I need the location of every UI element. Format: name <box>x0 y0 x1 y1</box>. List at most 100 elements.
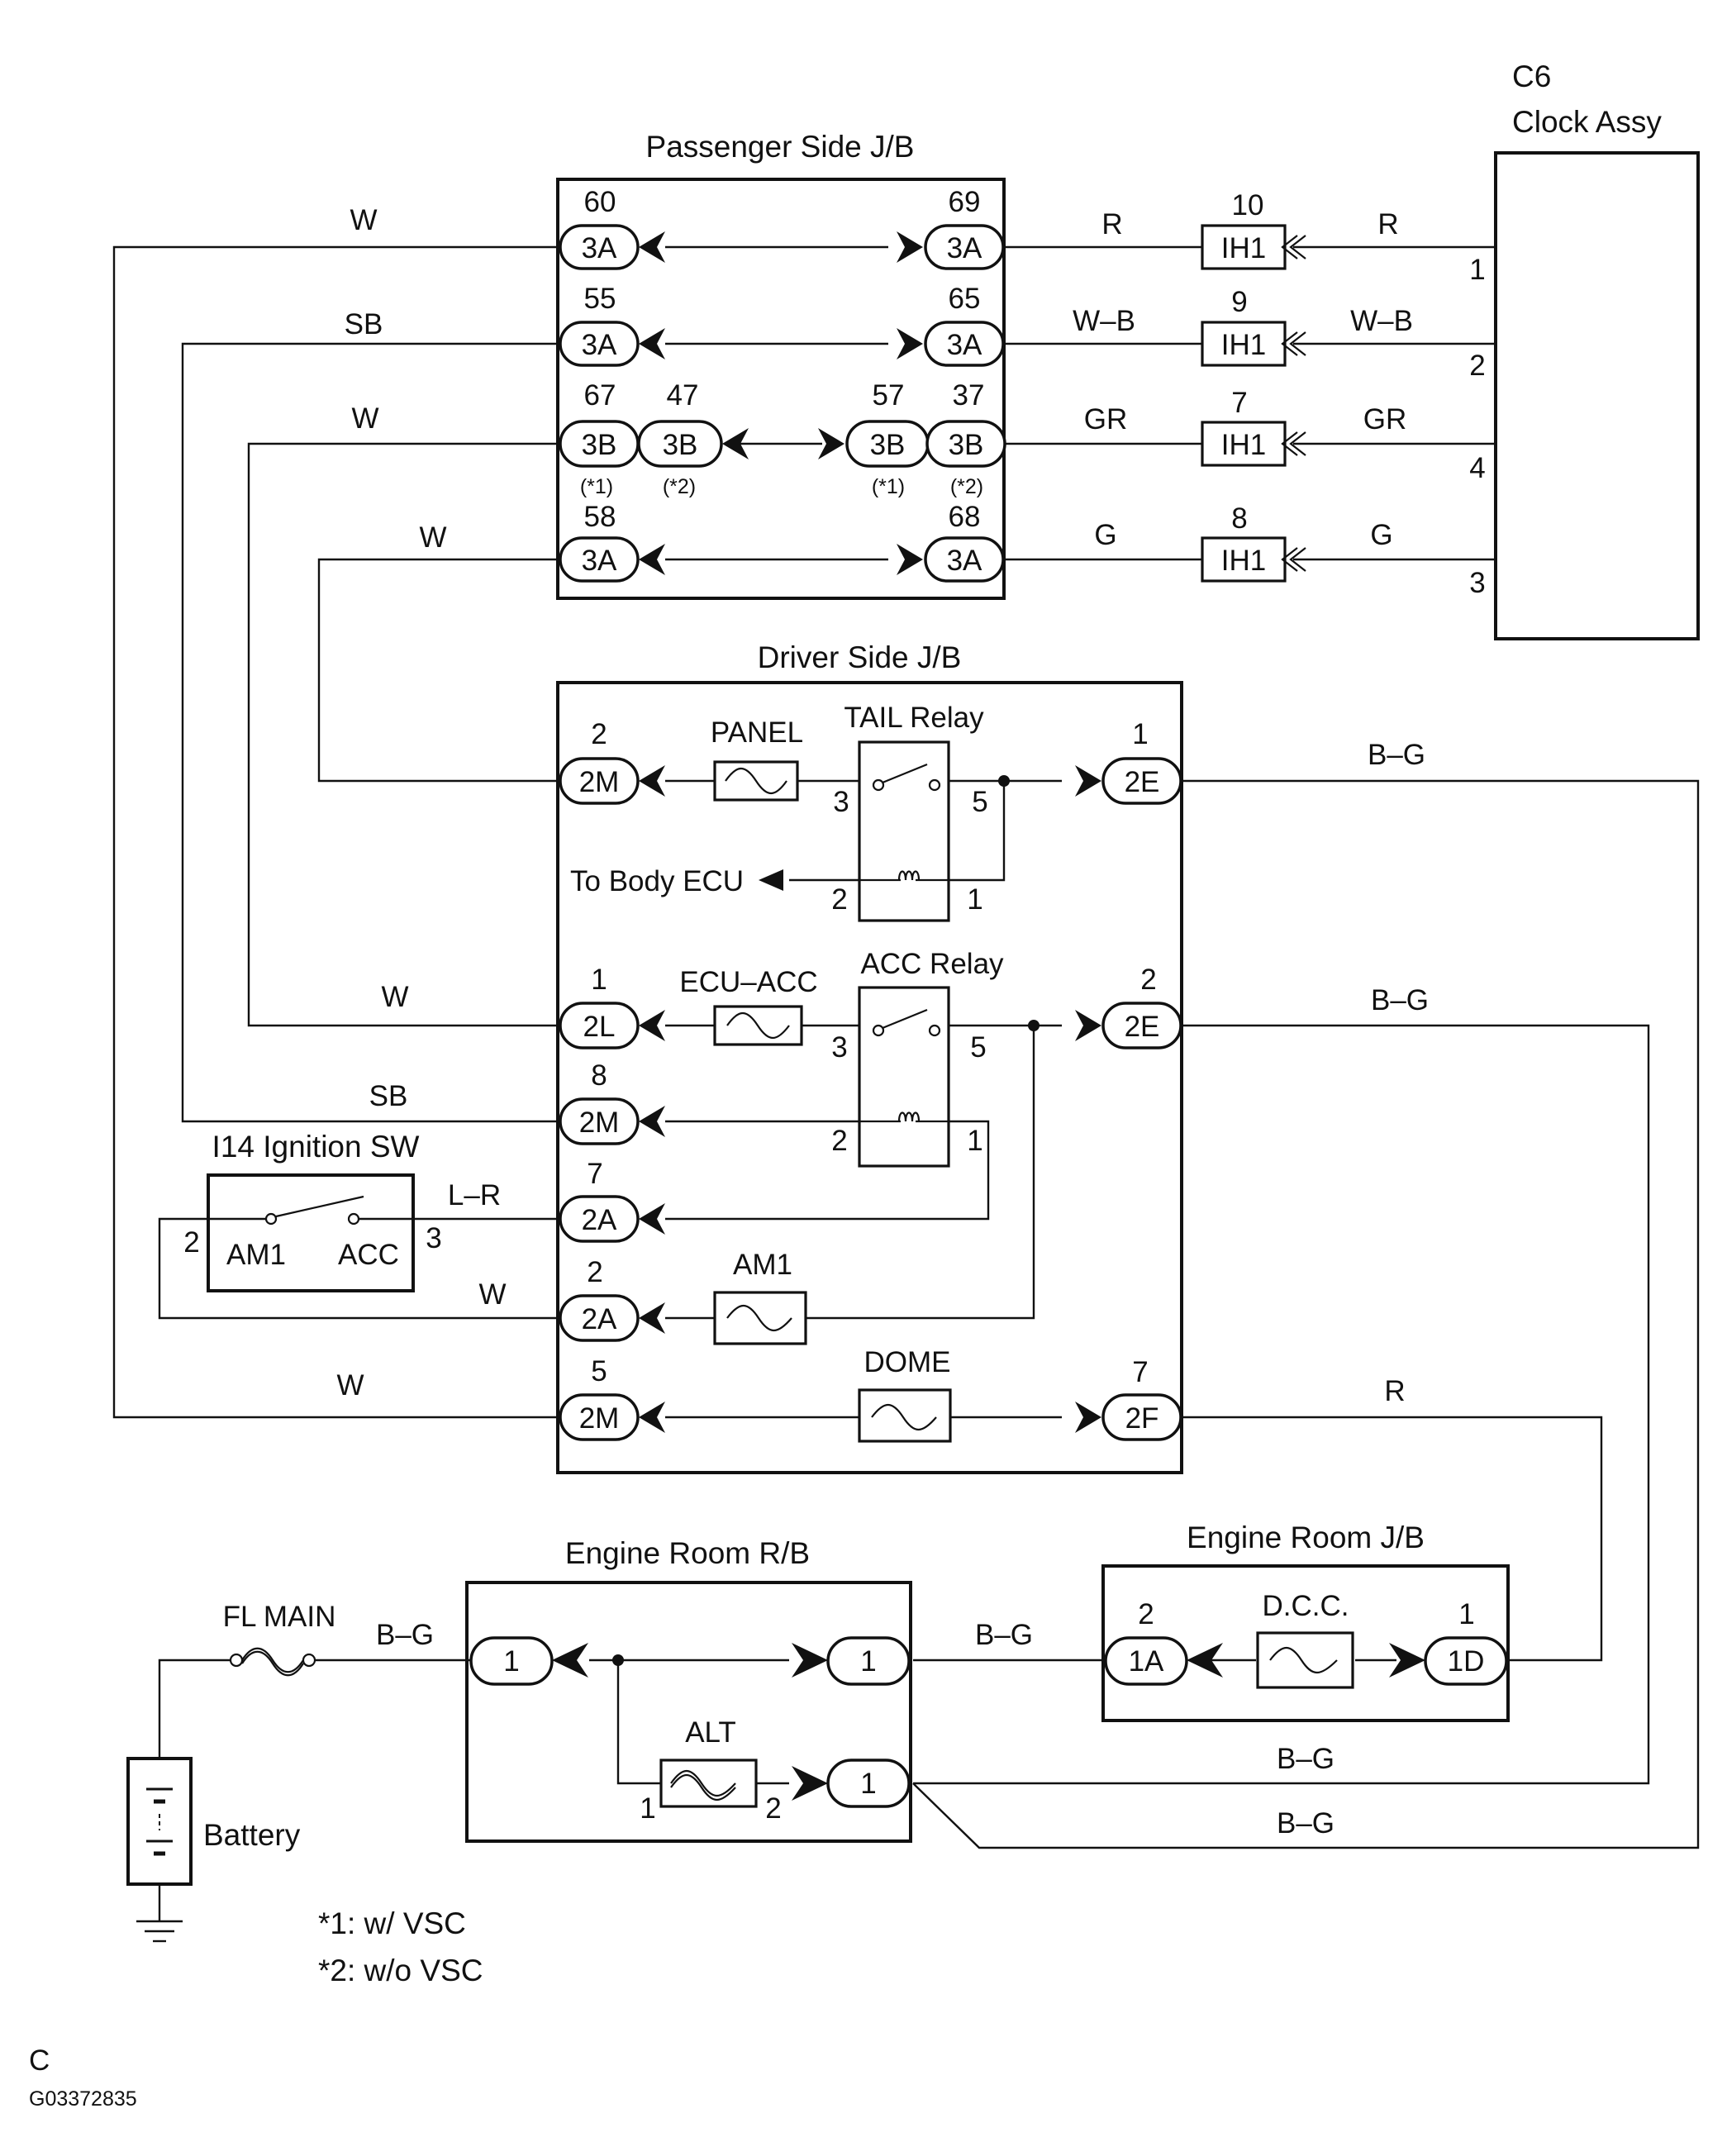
connector-3b-57: 3B <box>870 429 906 461</box>
wire-label: R <box>1384 1375 1405 1407</box>
alt-fuse <box>659 1759 758 1808</box>
svg-text:8: 8 <box>591 1059 607 1092</box>
svg-text:2: 2 <box>591 718 607 750</box>
wire-label: W <box>478 1278 506 1311</box>
wire-w-row3 <box>247 442 558 1027</box>
svg-text:55: 55 <box>584 283 616 315</box>
connector-3a-68: 3A <box>947 545 982 577</box>
engine-rb-title: Engine Room R/B <box>565 1536 810 1570</box>
svg-text:7: 7 <box>1231 387 1247 419</box>
svg-text:57: 57 <box>873 379 905 412</box>
svg-text:60: 60 <box>584 186 616 218</box>
svg-text:(*1): (*1) <box>872 475 905 498</box>
wire-r-2f <box>1182 1416 1603 1662</box>
battery-label: Battery <box>203 1818 301 1852</box>
wire-label: W <box>336 1369 364 1402</box>
svg-text:ACC: ACC <box>338 1239 399 1271</box>
engine-room-jb: Engine Room J/B 2 1A 1 1D D.C.C. <box>1101 1521 1510 1722</box>
wire-label: SB <box>369 1080 408 1112</box>
connector-3b-47: 3B <box>663 429 698 461</box>
passenger-side-jb: Passenger Side J/B 60 3A 69 3A 55 3A 65 … <box>556 130 1006 600</box>
svg-text:5: 5 <box>591 1355 607 1387</box>
connector-3b-37: 3B <box>949 429 984 461</box>
tail-relay-label: TAIL Relay <box>844 702 984 734</box>
note-vsc: *1: w/ VSC <box>318 1906 466 1940</box>
engine-room-rb: Engine Room R/B 1 1 1 ALT 1 2 <box>465 1536 912 1843</box>
connector-3a-55: 3A <box>582 329 617 361</box>
am1-fuse-label: AM1 <box>733 1249 792 1281</box>
dome-fuse-label: DOME <box>864 1346 951 1378</box>
dome-fuse <box>858 1388 952 1443</box>
wire-label: B–G <box>1371 984 1429 1016</box>
am1-fuse <box>713 1291 807 1345</box>
svg-text:G: G <box>1094 519 1116 551</box>
wire-bg-2e2 <box>913 1024 1650 1785</box>
wire-label: B–G <box>975 1619 1033 1651</box>
driver-jb-title: Driver Side J/B <box>758 640 962 674</box>
wire-label: W <box>350 204 377 236</box>
svg-text:GR: GR <box>1084 403 1128 435</box>
svg-text:3: 3 <box>426 1222 441 1254</box>
clock-name: Clock Assy <box>1512 105 1662 139</box>
wire-w-row1 <box>112 245 558 1419</box>
svg-text:2: 2 <box>831 883 847 916</box>
svg-text:GR: GR <box>1363 403 1407 435</box>
connector-2a-7: 2A <box>582 1204 617 1236</box>
svg-text:9: 9 <box>1231 286 1247 318</box>
svg-text:W–B: W–B <box>1073 305 1135 337</box>
svg-text:3: 3 <box>831 1031 847 1064</box>
svg-text:G: G <box>1370 519 1392 551</box>
wire-w-row4 <box>317 558 558 783</box>
svg-text:3: 3 <box>833 786 849 818</box>
svg-text:W–B: W–B <box>1350 305 1413 337</box>
svg-text:1: 1 <box>1469 254 1485 286</box>
rb-connector-right: 1 <box>860 1645 876 1678</box>
ecu-acc-fuse-label: ECU–ACC <box>679 966 817 998</box>
svg-text:47: 47 <box>667 379 699 412</box>
svg-text:2: 2 <box>1469 350 1485 382</box>
clock-code: C6 <box>1512 59 1551 93</box>
svg-text:AM1: AM1 <box>226 1239 286 1271</box>
svg-text:10: 10 <box>1232 189 1264 221</box>
acc-relay <box>858 986 950 1168</box>
panel-fuse-label: PANEL <box>711 716 803 749</box>
svg-text:65: 65 <box>949 283 981 315</box>
figure-code: G03372835 <box>29 2087 137 2111</box>
rb-connector-lower: 1 <box>860 1768 876 1800</box>
svg-text:R: R <box>1101 208 1122 240</box>
svg-text:4: 4 <box>1469 452 1485 484</box>
svg-text:2: 2 <box>1138 1598 1154 1630</box>
to-body-ecu-label: To Body ECU <box>570 865 744 897</box>
svg-text:1: 1 <box>1458 1598 1474 1630</box>
svg-text:7: 7 <box>1132 1356 1148 1388</box>
wire-bg-2e1 <box>912 779 1700 1849</box>
driver-side-jb: Driver Side J/B 2 2M 1 2L 8 2M 7 2A 2 2A… <box>556 640 1183 1474</box>
connector-1d: 1D <box>1448 1645 1485 1678</box>
dcc-fuse <box>1256 1631 1354 1689</box>
wire-label: SB <box>345 308 383 340</box>
passenger-jb-title: Passenger Side J/B <box>646 130 915 164</box>
svg-text:2: 2 <box>587 1256 602 1288</box>
svg-text:1: 1 <box>591 964 607 996</box>
wire-label: B–G <box>1368 739 1425 771</box>
svg-text:37: 37 <box>953 379 985 412</box>
wire-label: B–G <box>1277 1807 1334 1840</box>
wire-label: W <box>381 981 408 1013</box>
connector-2f-7: 2F <box>1125 1402 1159 1435</box>
svg-text:2: 2 <box>183 1226 199 1259</box>
svg-text:(*2): (*2) <box>663 475 696 498</box>
clock-assy: C6 Clock Assy 1 2 4 3 <box>1469 59 1700 640</box>
engine-jb-title: Engine Room J/B <box>1187 1521 1425 1554</box>
svg-text:R: R <box>1377 208 1398 240</box>
wire-label: B–G <box>376 1619 434 1651</box>
svg-text:8: 8 <box>1231 502 1247 535</box>
fl-main-fuse: FL MAIN <box>223 1601 335 1677</box>
wire-sb-row2 <box>181 342 558 1123</box>
connector-3a-65: 3A <box>947 329 982 361</box>
wire-label: W <box>419 521 446 554</box>
connector-2e-2: 2E <box>1125 1011 1160 1043</box>
svg-text:1: 1 <box>967 883 982 916</box>
svg-text:69: 69 <box>949 186 981 218</box>
svg-text:68: 68 <box>949 501 981 533</box>
connector-2m-5: 2M <box>579 1402 620 1435</box>
